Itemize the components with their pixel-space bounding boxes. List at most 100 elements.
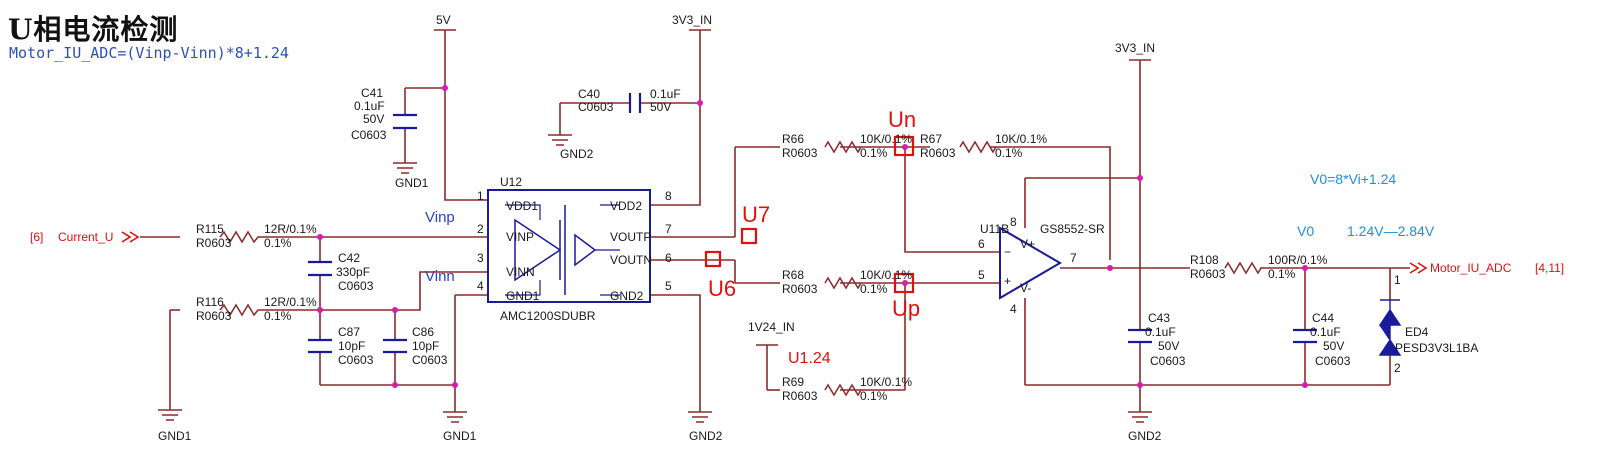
rail-5v: 5V: [436, 13, 451, 27]
port-labels: [6] Current_U Motor_IU_ADC [4,11]: [30, 230, 1564, 275]
c43-ref: C43: [1148, 311, 1170, 325]
c44-ref: C44: [1312, 311, 1334, 325]
rail-3v3-a: 3V3_IN: [672, 13, 712, 27]
r115-package: R0603: [196, 236, 232, 250]
marker-un: Un: [888, 107, 916, 132]
r69-value: 10K/0.1%: [860, 375, 912, 389]
u12-pin-label: VINN: [506, 265, 535, 279]
gnd2-label: GND2: [560, 147, 594, 161]
c40-value: 0.1uF: [650, 87, 681, 101]
u12-pin-number: 6: [665, 251, 672, 265]
marker-labels: Un Up U7 U6 U1.24: [708, 107, 920, 367]
u11b-ref: U11B: [980, 222, 1009, 236]
c41-voltage: 50V: [363, 112, 384, 126]
ground-symbols: [158, 29, 1152, 423]
r69-ref: R69: [782, 375, 804, 389]
c43-voltage: 50V: [1158, 339, 1179, 353]
u12-pin-label: VOUTP: [610, 230, 651, 244]
u12-body: [487, 189, 651, 303]
r66-package: R0603: [782, 146, 818, 160]
r69-tolerance: 0.1%: [860, 389, 888, 403]
output-port-name: Motor_IU_ADC: [1430, 261, 1512, 275]
u12-pin-number: 4: [477, 279, 484, 293]
u12-pin-label: GND2: [610, 289, 644, 303]
r68-ref: R68: [782, 268, 804, 282]
annotation-notes: V0=8*Vi+1.24 V0 1.24V—2.84V: [1297, 171, 1435, 239]
v0-label: V0: [1297, 223, 1314, 239]
u12-part: AMC1200SDUBR: [500, 309, 596, 323]
u12-pin-number: 7: [665, 222, 672, 236]
r67-ref: R67: [920, 132, 942, 146]
text-labels: 5V 3V3_IN 3V3_IN 1V24_IN GND1 GND2 GND1 …: [158, 13, 1478, 443]
marker-u124: U1.24: [788, 350, 831, 367]
input-port-ref: [6]: [30, 230, 43, 244]
port-symbols: [121, 231, 1428, 274]
u11b-noninverting-sign: +: [1004, 274, 1011, 288]
c86-ref: C86: [412, 325, 434, 339]
c87-ref: C87: [338, 325, 360, 339]
net-label-vinp: Vinp: [425, 209, 455, 226]
gnd2-label: GND2: [1128, 429, 1162, 443]
r68-package: R0603: [782, 282, 818, 296]
gnd1-label: GND1: [158, 429, 192, 443]
formula-text: Motor_IU_ADC=(Vinp-Vinn)*8+1.24: [9, 44, 289, 62]
u12-pin-number: 3: [477, 251, 484, 265]
u12-pin-label: VINP: [506, 230, 534, 244]
wires: [140, 30, 1410, 410]
r116-ref: R116: [196, 295, 224, 309]
r115-value: 12R/0.1%: [264, 222, 317, 236]
c44-value: 0.1uF: [1310, 325, 1341, 339]
u11b-body: [999, 226, 1062, 300]
c40-ref: C40: [578, 87, 600, 101]
r69-package: R0603: [782, 389, 818, 403]
c86-value: 10pF: [412, 339, 439, 353]
u12-ref: U12: [500, 175, 522, 189]
u11b-part: GS8552-SR: [1040, 222, 1105, 236]
ed4-part: PESD3V3L1BA: [1395, 341, 1478, 355]
c86-package: C0603: [412, 353, 448, 367]
ed4-ref: ED4: [1405, 325, 1429, 339]
rail-3v3-b: 3V3_IN: [1115, 41, 1155, 55]
r108-package: R0603: [1190, 267, 1226, 281]
net-label-vinn: Vinn: [425, 268, 455, 285]
u12-pin-label: VDD2: [610, 199, 642, 213]
c43-value: 0.1uF: [1145, 325, 1176, 339]
marker-u7: U7: [742, 202, 770, 227]
junction-dots: [317, 85, 1308, 388]
r67-package: R0603: [920, 146, 956, 160]
r108-ref: R108: [1190, 253, 1219, 267]
marker-up: Up: [892, 296, 920, 321]
c40-package: C0603: [578, 100, 614, 114]
marker-u6: U6: [708, 276, 736, 301]
r66-tolerance: 0.1%: [860, 146, 888, 160]
c87-package: C0603: [338, 353, 374, 367]
v0-equation: V0=8*Vi+1.24: [1310, 171, 1396, 187]
u12-pin-number: 5: [665, 279, 672, 293]
u11b-vminus: V-: [1020, 281, 1031, 295]
c87-value: 10pF: [338, 339, 365, 353]
r66-value: 10K/0.1%: [860, 132, 912, 146]
page-title: U相电流检测: [8, 13, 179, 46]
r116-package: R0603: [196, 309, 232, 323]
c44-package: C0603: [1315, 354, 1351, 368]
r115-tolerance: 0.1%: [264, 236, 292, 250]
v0-range: 1.24V—2.84V: [1347, 223, 1435, 239]
input-port-name: Current_U: [58, 230, 113, 244]
c44-voltage: 50V: [1323, 339, 1344, 353]
u11b-pin-number: 6: [978, 237, 985, 251]
r67-tolerance: 0.1%: [995, 146, 1023, 160]
rail-1v24: 1V24_IN: [748, 320, 795, 334]
c41-value: 0.1uF: [354, 99, 385, 113]
u12-pin-label: GND1: [506, 289, 540, 303]
capacitor-symbols: [308, 93, 1317, 354]
u12-pin-number: 1: [477, 189, 484, 203]
gnd2-label: GND2: [689, 429, 723, 443]
r68-tolerance: 0.1%: [860, 282, 888, 296]
c43-package: C0603: [1150, 354, 1186, 368]
r67-value: 10K/0.1%: [995, 132, 1047, 146]
r108-tolerance: 0.1%: [1268, 267, 1296, 281]
c41-package: C0603: [351, 128, 387, 142]
tvs-diode-symbol: [1378, 299, 1402, 356]
u11b-inverting-sign: −: [1004, 245, 1011, 259]
